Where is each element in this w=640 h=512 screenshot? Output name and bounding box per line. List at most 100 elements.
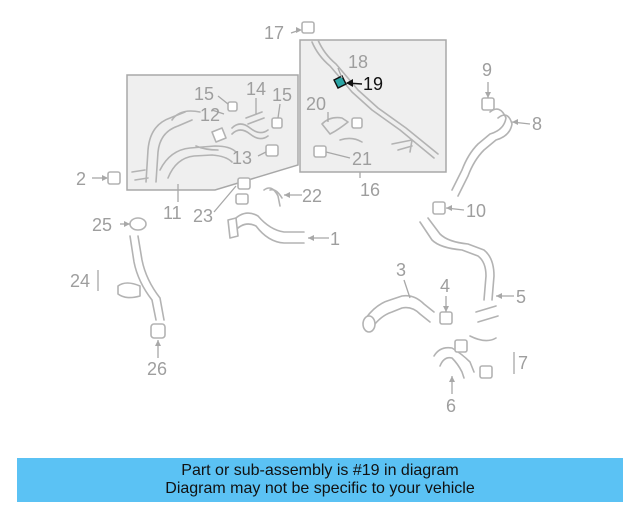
hose-mid-a [159,145,237,171]
hose-1-top [231,212,305,233]
clamp-13 [265,144,279,157]
loose-parts [107,21,513,379]
assembly-box-16 [299,39,447,173]
leader-21 [325,151,351,159]
callout-12: 12 [200,105,220,125]
clamp-2 [107,171,121,185]
part-19-clamp [333,75,347,89]
arrow-9 [485,92,491,98]
hose-3-end [362,315,376,333]
clamp-15-left [227,101,238,112]
bracket-16 [391,139,413,153]
callout-19: 19 [363,74,383,94]
arrow-2 [102,175,108,181]
clamp-21-upper [351,117,363,129]
pipe-5-b [427,217,495,301]
hose-end-stubs [131,169,149,181]
clamp-26 [150,323,166,339]
callout-6: 6 [446,396,456,416]
hose-8-b [451,108,507,191]
leader-15-left [217,95,229,105]
callout-22: 22 [302,186,322,206]
clamp-23b [235,193,249,205]
cap-25 [129,217,147,231]
hose-12 [231,123,269,134]
clamp-12 [211,127,227,143]
pipe-24-b [137,235,165,321]
clamp-23a [237,177,251,190]
callout-13: 13 [232,148,252,168]
info-banner: Part or sub-assembly is #19 in diagram D… [17,458,623,502]
parts-diagram: 17 2 11 23 22 1 25 24 26 15 12 14 15 13 … [70,21,542,416]
callout-4: 4 [440,276,450,296]
arrow-4 [443,306,449,312]
pipe-24-a [129,235,157,321]
leader-23 [213,185,237,213]
callout-3: 3 [396,260,406,280]
callout-15-left: 15 [194,84,214,104]
callout-14: 14 [246,79,266,99]
hose-mid-b [167,154,233,179]
clamp-21-lower [313,145,327,158]
leader-lines [92,29,531,394]
hose-21 [339,137,363,143]
callout-7: 7 [518,353,528,373]
arrow-17 [296,27,302,33]
leader-13 [257,151,267,157]
leader-3 [403,279,411,299]
clamp-7-lower [479,365,493,379]
arrow-19 [346,79,353,87]
hose-6-bottom [439,356,465,379]
hose-small [195,145,219,151]
hose-left-b [155,119,193,183]
hose-1-end [227,217,239,239]
callout-21: 21 [352,149,372,169]
pipe-5-bracket [469,305,499,342]
banner-line-2: Diagram may not be specific to your vehi… [165,480,475,497]
hose-top [171,110,201,121]
arrow-25 [124,221,130,227]
callout-8: 8 [532,114,542,134]
callout-11: 11 [163,203,182,223]
hose-12-b [231,129,269,140]
leader-12 [211,109,225,115]
assembly-box-11 [126,74,299,191]
callout-labels: 17 2 11 23 22 1 25 24 26 15 12 14 15 13 … [70,23,542,416]
hose-8-a [457,114,513,197]
arrow-10 [446,205,452,211]
hose-22 [263,187,283,207]
pipe-14 [245,111,265,125]
clamp-15-right [271,117,283,129]
hose-3-bottom [371,306,431,329]
callout-15-right: 15 [272,85,292,105]
arrowheads [102,27,518,382]
callout-18: 18 [348,52,368,72]
arrow-26 [155,340,161,346]
banner-line-1: Part or sub-assembly is #19 in diagram [181,462,459,479]
callout-2: 2 [76,169,86,189]
hose-6-top [433,346,475,373]
arrow-1 [308,235,314,241]
arrow-6 [449,376,455,382]
callout-16: 16 [360,180,380,200]
callout-23: 23 [193,206,213,226]
clamp-7-upper [454,339,468,353]
callout-25: 25 [92,215,112,235]
callout-20: 20 [306,94,326,114]
arrow-22 [284,192,290,198]
clamp-10 [432,201,446,215]
callout-17: 17 [264,23,284,43]
pipe-5-a [419,221,487,301]
callout-24: 24 [70,271,90,291]
leader-15-right [277,103,281,119]
clamp-4 [439,311,453,325]
hose-3-top [365,294,435,319]
callout-1: 1 [330,229,340,249]
arrow-5 [496,293,502,299]
arrow-8 [512,119,518,125]
leader-18 [337,67,343,79]
callout-10: 10 [466,201,486,221]
callout-26: 26 [147,359,167,379]
callout-9: 9 [482,60,492,80]
callout-5: 5 [516,287,526,307]
